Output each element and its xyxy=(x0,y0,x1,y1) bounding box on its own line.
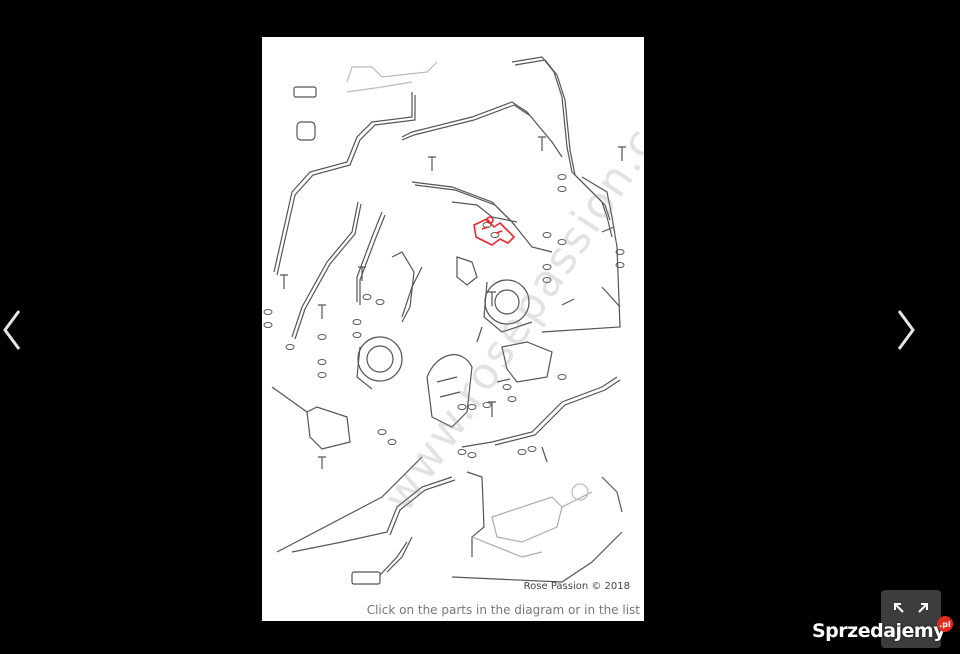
exploded-parts-diagram xyxy=(263,56,626,585)
diagram-hint: Click on the parts in the diagram or in … xyxy=(366,603,640,617)
chevron-right-icon xyxy=(897,310,915,350)
expand-icon xyxy=(894,603,928,613)
parts-diagram-image[interactable]: www.rosepassion.com Rose Passion © 2018 … xyxy=(262,37,644,621)
highlighted-part[interactable] xyxy=(473,216,516,246)
brand-tld-badge: .pl xyxy=(937,616,953,632)
next-image-button[interactable] xyxy=(888,300,924,360)
brand-logo: Sprzedajemy xyxy=(812,620,946,642)
previous-image-button[interactable] xyxy=(0,300,30,360)
chevron-left-icon xyxy=(3,310,21,350)
diagram-copyright: Rose Passion © 2018 xyxy=(523,581,630,592)
fullscreen-button[interactable] xyxy=(881,590,941,648)
